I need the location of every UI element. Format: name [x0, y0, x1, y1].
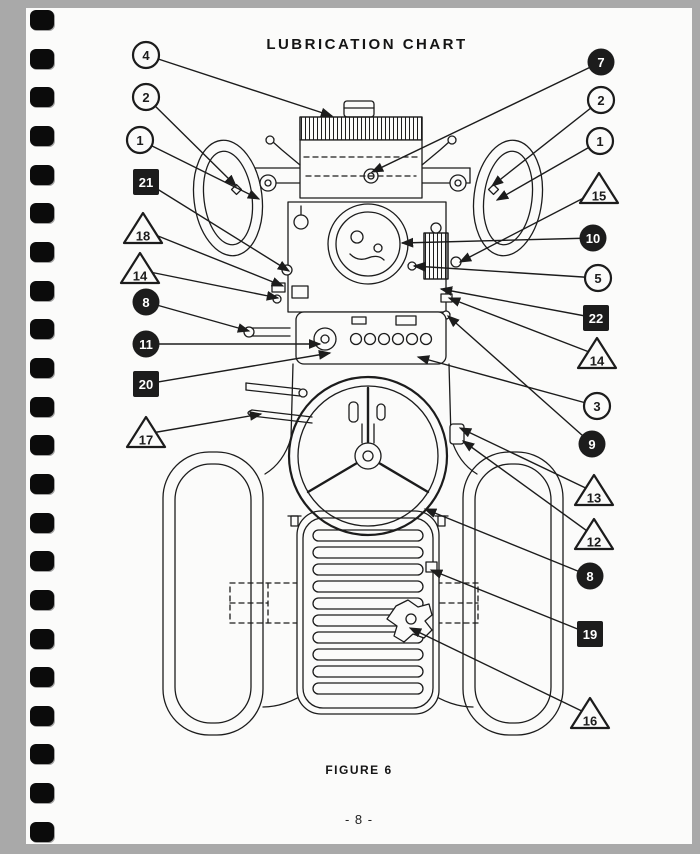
svg-text:8: 8 [586, 569, 593, 584]
svg-text:12: 12 [587, 535, 601, 550]
svg-text:14: 14 [590, 354, 605, 369]
callout-21: 21 [133, 169, 291, 272]
callout-7: 7 [370, 48, 615, 173]
callout-1: 1 [495, 126, 615, 201]
svg-text:3: 3 [593, 399, 600, 414]
callout-13: 13 [458, 427, 615, 507]
svg-text:8: 8 [142, 295, 149, 310]
hood-sides [264, 363, 478, 527]
callout-19: 19 [429, 569, 603, 647]
svg-text:1: 1 [596, 134, 603, 149]
binding-hole [30, 280, 54, 301]
svg-text:4: 4 [142, 48, 150, 63]
binding-hole [30, 512, 54, 533]
binding-hole [30, 551, 54, 572]
callout-17: 17 [125, 411, 263, 449]
svg-text:22: 22 [589, 311, 603, 326]
svg-text:13: 13 [587, 491, 601, 506]
binding-hole [30, 125, 54, 146]
figure-caption: FIGURE 6 [325, 763, 393, 777]
svg-text:7: 7 [597, 55, 604, 70]
callout-8: 8 [423, 508, 604, 590]
callout-4: 4 [131, 40, 334, 118]
binding-hole [30, 435, 54, 456]
binding-hole [30, 628, 54, 649]
svg-text:15: 15 [592, 189, 606, 204]
page-number: - 8 - [344, 812, 374, 827]
callout-14: 14 [447, 297, 618, 370]
callout-3: 3 [416, 355, 612, 421]
callout-11: 11 [132, 330, 322, 358]
svg-text:19: 19 [583, 627, 597, 642]
callout-20: 20 [133, 350, 332, 397]
binding-hole [30, 821, 54, 842]
callout-15: 15 [458, 171, 620, 263]
callout-8: 8 [132, 288, 251, 333]
engine-block [271, 201, 462, 320]
front-wheel-left [192, 139, 264, 257]
binding-hole [30, 705, 54, 726]
svg-text:21: 21 [139, 175, 153, 190]
callout-18: 18 [122, 211, 285, 287]
gauge [313, 327, 337, 351]
fuel-tank [265, 100, 457, 199]
callout-10: 10 [400, 224, 607, 252]
svg-text:2: 2 [142, 90, 149, 105]
callout-1: 1 [125, 125, 261, 200]
svg-text:5: 5 [594, 271, 601, 286]
spiral-binding [30, 10, 54, 842]
hidden-axle-dashed [229, 582, 479, 624]
svg-text:11: 11 [139, 337, 153, 352]
crank-handle [245, 382, 301, 390]
svg-text:18: 18 [136, 229, 150, 244]
binding-hole [30, 783, 54, 804]
svg-text:14: 14 [133, 269, 148, 284]
svg-text:1: 1 [136, 133, 143, 148]
binding-hole [30, 164, 54, 185]
callout-22: 22 [439, 286, 609, 331]
binding-hole [30, 473, 54, 494]
instrument-panel [295, 311, 447, 365]
rear-fender-right [462, 451, 564, 736]
binding-hole [30, 667, 54, 688]
binding-hole [30, 241, 54, 262]
rear-fender-left [162, 451, 264, 736]
binding-hole [30, 203, 54, 224]
svg-text:2: 2 [597, 93, 604, 108]
callout-2: 2 [490, 85, 616, 187]
svg-text:17: 17 [139, 433, 153, 448]
binding-hole [30, 396, 54, 417]
callout-5: 5 [412, 261, 613, 293]
binding-hole [30, 589, 54, 610]
callout-2: 2 [131, 82, 237, 187]
callout-14: 14 [119, 251, 280, 301]
steering-wheel [287, 375, 449, 537]
svg-text:10: 10 [586, 231, 600, 246]
binding-hole [30, 10, 54, 30]
svg-text:16: 16 [583, 714, 597, 729]
callout-9: 9 [446, 315, 606, 458]
svg-text:9: 9 [588, 437, 595, 452]
binding-hole [30, 744, 54, 765]
svg-text:20: 20 [139, 377, 153, 392]
callout-12: 12 [461, 440, 615, 551]
callout-16: 16 [408, 627, 611, 730]
binding-hole [30, 87, 54, 108]
binding-hole [30, 48, 54, 69]
binding-hole [30, 319, 54, 340]
binding-hole [30, 357, 54, 378]
page-title: LUBRICATION CHART [266, 36, 468, 53]
